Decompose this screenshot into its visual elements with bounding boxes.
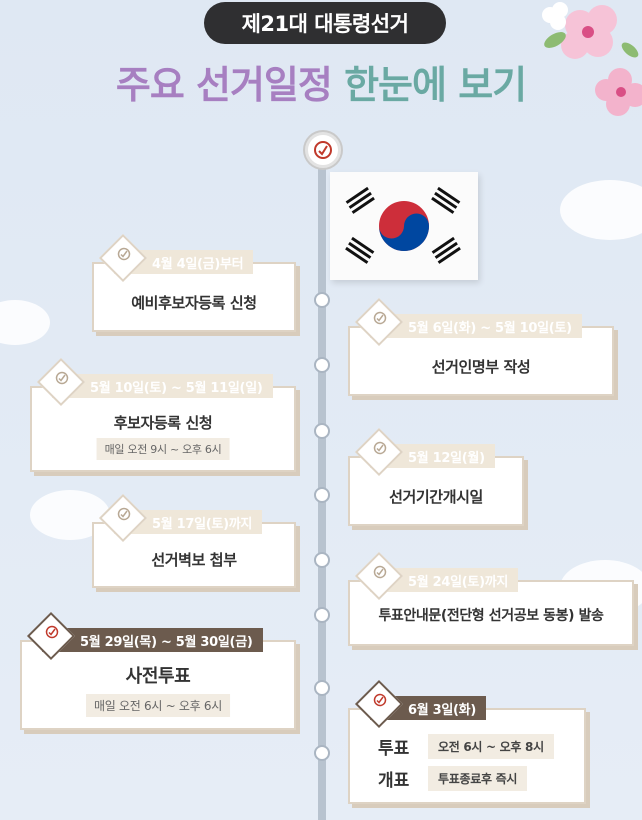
event-date: 5월 17일(토)까지 [152,516,253,532]
event-date-tag: 6월 3일(화) [354,679,486,729]
ballot-mark-icon [114,244,134,264]
ballot-mark-icon [52,368,72,388]
ballot-mark-icon [305,132,341,168]
event-title: 예비후보자등록 신청 [131,294,257,312]
event-date-tag: 5월 29일(목) ~ 5월 30일(금) [26,611,263,661]
event-date-tag: 5월 10일(토) ~ 5월 11일(일) [36,357,273,407]
event-card: 5월 6일(화) ~ 5월 10일(토) 선거인명부 작성 [348,297,614,396]
event-date-tag: 4월 4일(금)부터 [98,233,254,283]
event-title: 사전투표 [125,666,191,687]
event-date: 5월 10일(토) ~ 5월 11일(일) [90,380,263,396]
cloud-decoration [560,180,642,240]
timeline-dot [314,745,330,761]
election-badge: 제21대 대통령선거 [204,2,446,44]
flower-icon [542,2,642,116]
event-card: 5월 17일(토)까지 선거벽보 첩부 [92,493,296,588]
event-card: 5월 29일(목) ~ 5월 30일(금) 사전투표 매일 오전 6시 ~ 오후… [20,611,296,730]
event-date-tag: 5월 12일(월) [354,427,495,477]
event-date: 5월 29일(목) ~ 5월 30일(금) [80,634,253,650]
event-date: 5월 24일(토)까지 [408,574,509,590]
timeline-dot [314,487,330,503]
timeline-dot [314,607,330,623]
timeline-dot [314,423,330,439]
cloud-decoration [0,300,50,345]
title-part-1: 주요 선거일정 [115,63,333,107]
event-title: 선거벽보 첩부 [151,551,237,569]
vote-label: 투표 [378,739,410,759]
event-date: 6월 3일(화) [408,702,476,718]
taegukgi-icon [330,172,478,280]
event-note: 매일 오전 6시 ~ 오후 6시 [86,694,230,717]
event-date: 5월 12일(월) [408,450,485,466]
event-card: 4월 4일(금)부터 예비후보자등록 신청 [92,233,296,332]
event-title: 선거인명부 작성 [431,358,531,376]
event-title: 후보자등록 신청 [113,414,213,432]
event-card: 6월 3일(화) 투표 오전 6시 ~ 오후 8시 개표 투표종료후 즉시 [348,679,586,804]
title-part-2: 한눈에 보기 [344,63,527,107]
count-label: 개표 [378,771,410,791]
ballot-mark-icon [370,690,390,710]
timeline-dot [314,357,330,373]
ballot-mark-icon [42,622,62,642]
ballot-mark-icon [370,438,390,458]
event-date: 5월 6일(화) ~ 5월 10일(토) [408,320,572,336]
timeline-dot [314,680,330,696]
vote-time: 오전 6시 ~ 오후 8시 [428,734,554,759]
event-date: 4월 4일(금)부터 [152,256,244,272]
event-date-tag: 5월 6일(화) ~ 5월 10일(토) [354,297,582,347]
event-title: 선거기간개시일 [389,488,483,506]
event-title: 투표안내문(전단형 선거공보 동봉) 발송 [378,608,604,624]
timeline-dot [314,552,330,568]
event-date-tag: 5월 17일(토)까지 [98,493,263,543]
event-note: 매일 오전 9시 ~ 오후 6시 [96,438,230,460]
ballot-mark-icon [370,308,390,328]
ballot-mark-icon [370,562,390,582]
event-date-tag: 5월 24일(토)까지 [354,551,519,601]
count-time: 투표종료후 즉시 [428,766,528,791]
ballot-mark-icon [114,504,134,524]
page-title: 주요 선거일정 한눈에 보기 [0,54,642,109]
event-card: 5월 24일(토)까지 투표안내문(전단형 선거공보 동봉) 발송 [348,551,634,646]
event-card: 5월 12일(월) 선거기간개시일 [348,427,524,526]
timeline-dot [314,292,330,308]
event-card: 5월 10일(토) ~ 5월 11일(일) 후보자등록 신청 매일 오전 9시 … [30,357,296,472]
